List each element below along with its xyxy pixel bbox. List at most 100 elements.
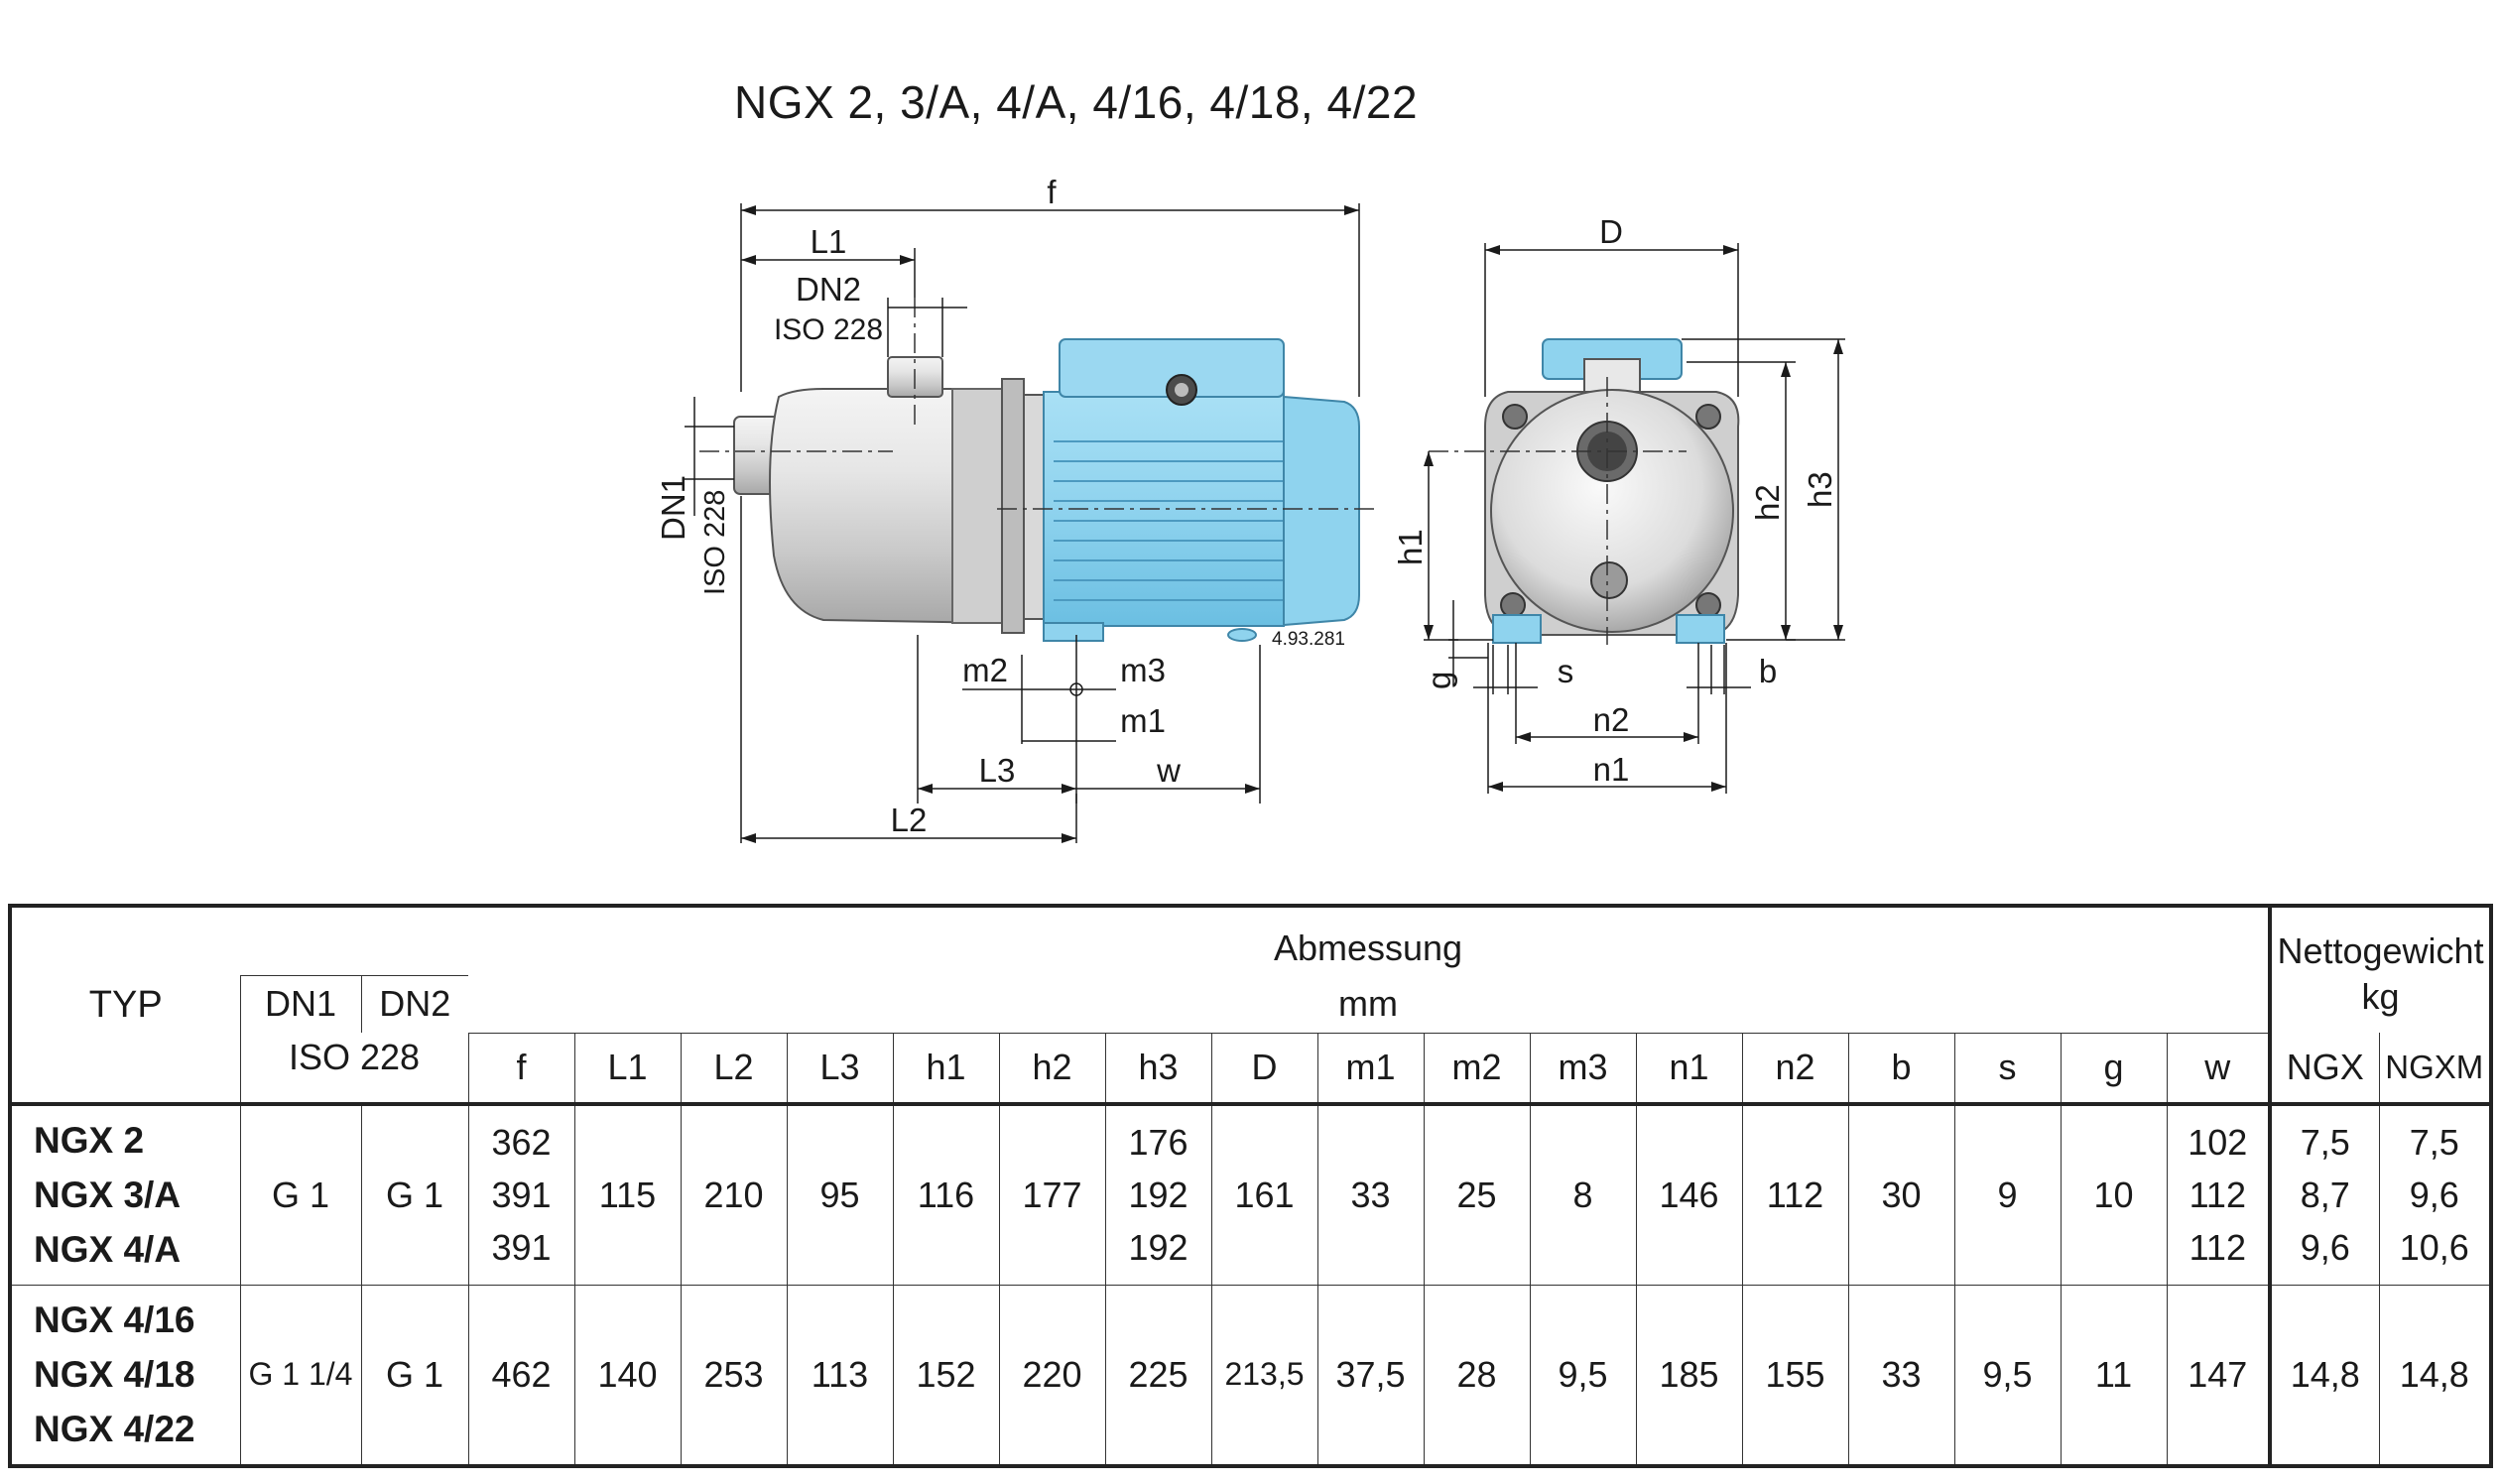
cell-n1: 185 [1635,1285,1742,1468]
pump-face [1490,389,1734,633]
cell-l1: 140 [573,1285,681,1468]
col-s: s [1953,1032,2061,1106]
col-h3: h3 [1104,1032,1211,1106]
dim-n2-label: n2 [1593,701,1630,738]
type-name: NGX 2 [34,1120,145,1162]
cell-l3: 95 [786,1104,893,1286]
cell-s: 9 [1953,1104,2061,1286]
header-unit-mm: mm [1338,982,1399,1024]
cell-m2: 28 [1423,1285,1530,1468]
table-row: NGX 2 NGX 3/A NGX 4/A G 1 G 1 362 391 39… [8,1104,2493,1286]
cell-f: 362 [491,1122,552,1164]
foot-right [1676,614,1725,644]
cell-dn2: G 1 [360,1285,468,1468]
cell-ngxm: 14,8 [2378,1285,2493,1468]
cell-l3: 113 [786,1285,893,1468]
pump-front-view [1429,338,1740,645]
dim-g-label: g [1421,672,1457,689]
type-name: NGX 3/A [34,1175,182,1216]
cell-h3: 176 [1128,1122,1188,1164]
col-b: b [1847,1032,1954,1106]
cell-l2: 253 [680,1285,787,1468]
dim-d-label: D [1599,213,1623,250]
col-l1: L1 [573,1032,681,1106]
cell-ngx: 7,5 [2300,1122,2350,1164]
front-dimension-lines [1424,243,1845,794]
cell-g: 11 [2060,1285,2167,1468]
dim-b-label: b [1759,653,1777,689]
dim-n1-label: n1 [1593,751,1630,788]
header-dn2: DN2 [360,974,468,1033]
cell-ngx: 8,7 [2300,1175,2350,1216]
cell-h2: 220 [998,1285,1105,1468]
dim-l3-label: L3 [979,752,1016,789]
cell-m1: 33 [1316,1104,1424,1286]
col-l2: L2 [680,1032,787,1106]
cell-b: 33 [1847,1285,1954,1468]
cell-ngx: 14,8 [2268,1285,2380,1468]
cell-f: 462 [467,1285,574,1468]
header-nettogewicht: Nettogewicht [2277,930,2484,971]
dim-w-label: w [1156,752,1181,789]
cell-g: 10 [2060,1104,2167,1286]
dim-iso-top-label: ISO 228 [774,313,883,346]
cell-w: 102 [2188,1122,2248,1164]
cell-h1: 152 [892,1285,999,1468]
col-m3: m3 [1529,1032,1636,1106]
cell-f: 391 [491,1175,552,1216]
cell-n2: 112 [1741,1104,1848,1286]
col-h1: h1 [892,1032,999,1106]
cell-l1: 115 [573,1104,681,1286]
cell-dn1: G 1 [239,1104,361,1286]
cell-ngxm: 10,6 [2399,1227,2469,1269]
header-unit-kg: kg [2361,976,2400,1017]
col-ngxm: NGXM [2378,1033,2493,1106]
cell-h3: 192 [1128,1175,1188,1216]
cell-l2: 210 [680,1104,787,1286]
col-n1: n1 [1635,1032,1742,1106]
cell-h2: 177 [998,1104,1105,1286]
cell-m2: 25 [1423,1104,1530,1286]
col-n2: n2 [1741,1032,1848,1106]
page-title: NGX 2, 3/A, 4/A, 4/16, 4/18, 4/22 [734,76,1419,128]
cell-dn2: G 1 [360,1104,468,1286]
header-abmessung: Abmessung [468,904,2271,975]
type-name: NGX 4/A [34,1229,182,1271]
table-row: NGX 4/16 NGX 4/18 NGX 4/22 G 1 1/4 G 1 4… [8,1285,2493,1468]
cell-w: 112 [2188,1175,2246,1216]
col-f: f [467,1032,574,1106]
cell-b: 30 [1847,1104,1954,1286]
cell-m3: 9,5 [1529,1285,1636,1468]
cell-dn1: G 1 1/4 [239,1285,361,1468]
cell-m3: 8 [1529,1104,1636,1286]
dim-m2-label: m2 [962,652,1008,688]
side-dimension-lines [685,203,1360,843]
cell-ngx: 9,6 [2300,1227,2350,1269]
cell-n2: 155 [1741,1285,1848,1468]
col-m1: m1 [1316,1032,1424,1106]
cell-d: 213,5 [1210,1285,1317,1468]
cell-m1: 37,5 [1316,1285,1424,1468]
col-ngx: NGX [2268,1033,2380,1106]
col-h2: h2 [998,1032,1105,1106]
col-g: g [2060,1032,2167,1106]
header-typ: TYP [8,904,240,1106]
drawing-code: 4.93.281 [1272,629,1345,650]
drain-plug-icon [1590,561,1628,599]
dim-m1-label: m1 [1120,702,1166,739]
cell-h3: 225 [1104,1285,1211,1468]
col-l3: L3 [786,1032,893,1106]
dim-f-label: f [1047,174,1057,210]
dimensions-table: TYP Abmessung Nettogewicht kg DN1 DN2 mm… [8,904,2493,1468]
dim-m3-label: m3 [1120,652,1166,688]
cell-ngxm: 7,5 [2409,1122,2459,1164]
dim-l2-label: L2 [891,802,928,838]
cell-s: 9,5 [1953,1285,2061,1468]
dim-dn1-label: DN1 [655,475,691,541]
pump-dimension-drawing: f L1 DN2 ISO 228 DN1 ISO 228 m2 m3 m1 L3… [655,174,1845,843]
cell-w: 112 [2188,1227,2246,1269]
dim-iso-side-label: ISO 228 [699,490,731,595]
pump-side-view [699,298,1374,642]
dim-h2-label: h2 [1749,484,1786,521]
dim-h3-label: h3 [1802,471,1838,508]
